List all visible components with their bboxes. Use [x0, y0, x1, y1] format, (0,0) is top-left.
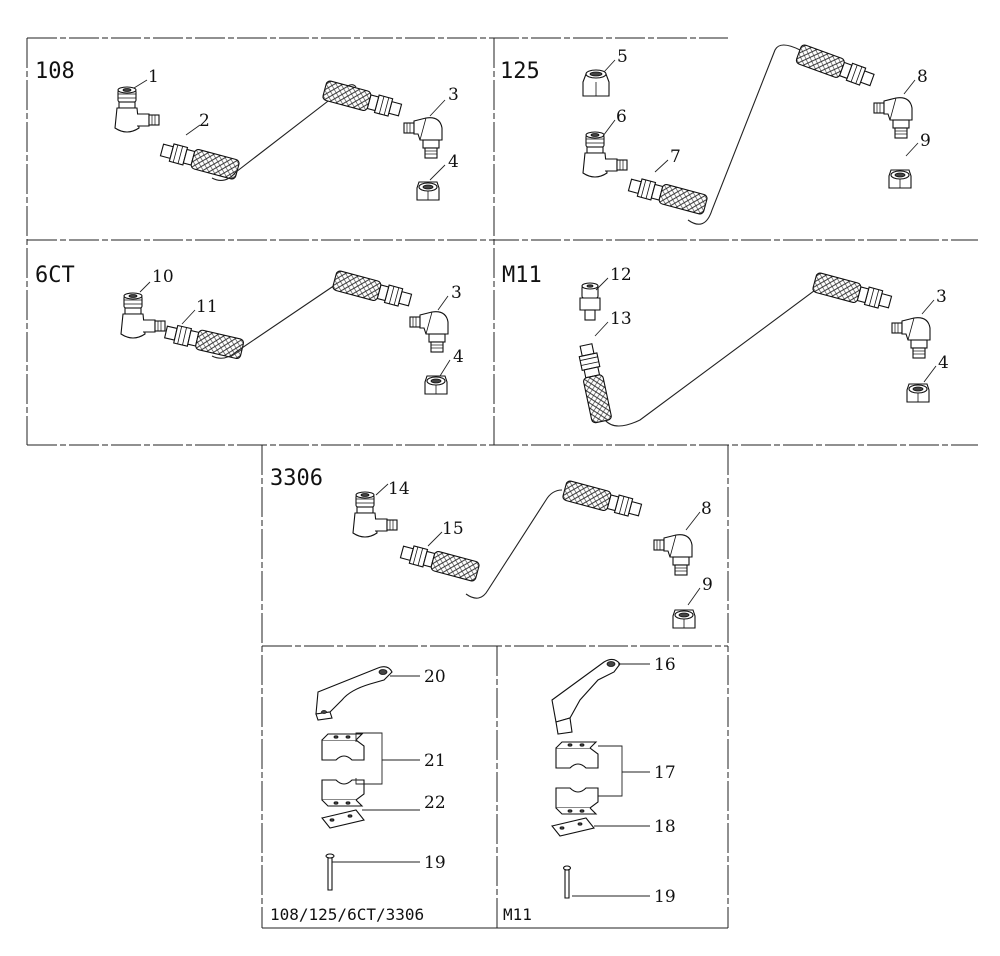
callout-1: 1 [148, 67, 159, 87]
callout-21: 21 [424, 751, 446, 771]
frames [26, 37, 978, 929]
callout-12: 12 [610, 265, 632, 285]
callout-18: 18 [654, 817, 676, 837]
caption-right: M11 [503, 905, 532, 924]
panel-title-m11: M11 [502, 263, 542, 288]
assembly-108 [114, 79, 446, 201]
callout-4b: 4 [453, 347, 464, 367]
callout-10: 10 [152, 267, 174, 287]
callout-17: 17 [654, 763, 676, 783]
callout-6: 6 [616, 107, 627, 127]
assembly-m11 [575, 271, 937, 427]
panel-title-3306: 3306 [270, 466, 323, 491]
callout-13: 13 [610, 309, 632, 329]
callout-3: 3 [448, 85, 459, 105]
caption-left: 108/125/6CT/3306 [270, 905, 424, 924]
callout-2: 2 [199, 111, 210, 131]
callout-5: 5 [617, 47, 628, 67]
assembly-125 [582, 43, 919, 225]
callout-20: 20 [424, 667, 446, 687]
callout-15: 15 [442, 519, 464, 539]
callout-8b: 8 [701, 499, 712, 519]
callout-11: 11 [196, 297, 218, 317]
callout-19b: 19 [654, 887, 676, 907]
callout-3c: 3 [936, 287, 947, 307]
callout-9b: 9 [702, 575, 713, 595]
panel-title-125: 125 [500, 59, 540, 84]
callout-4: 4 [448, 152, 459, 172]
callout-14: 14 [388, 479, 410, 499]
callout-16: 16 [654, 655, 676, 675]
clamp-set-right [551, 658, 650, 899]
callout-9: 9 [920, 131, 931, 151]
callout-19: 19 [424, 853, 446, 873]
panel-title-6ct: 6CT [35, 263, 75, 288]
callout-8: 8 [917, 67, 928, 87]
callout-4c: 4 [938, 353, 949, 373]
panel-title-108: 108 [35, 59, 75, 84]
assembly-6ct [120, 269, 451, 395]
callout-22: 22 [424, 793, 446, 813]
callout-3b: 3 [451, 283, 462, 303]
clamp-set-left [315, 666, 420, 891]
callout-7: 7 [670, 147, 681, 167]
assembly-3306 [352, 479, 701, 629]
